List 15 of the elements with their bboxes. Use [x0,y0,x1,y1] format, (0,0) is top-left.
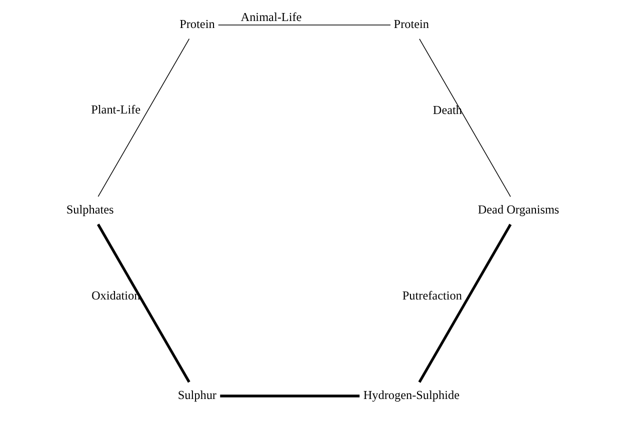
node-text: Protein [393,16,429,31]
edge-label: Animal-Life [240,10,302,24]
edge-label: Plant-Life [90,102,140,117]
connector [418,38,510,198]
connector [96,224,190,383]
node-text: Dead Organisms [477,202,559,216]
node-text: Sulphur [177,388,216,402]
node-text: Protein [179,16,214,31]
node-text: Sulphates [66,202,114,216]
node-text: Hydrogen-Sulphide [362,388,459,402]
connector [418,224,512,383]
edge-label: Putrefaction [402,288,462,302]
connector [97,38,190,197]
connector [220,394,360,398]
connector [217,24,390,26]
